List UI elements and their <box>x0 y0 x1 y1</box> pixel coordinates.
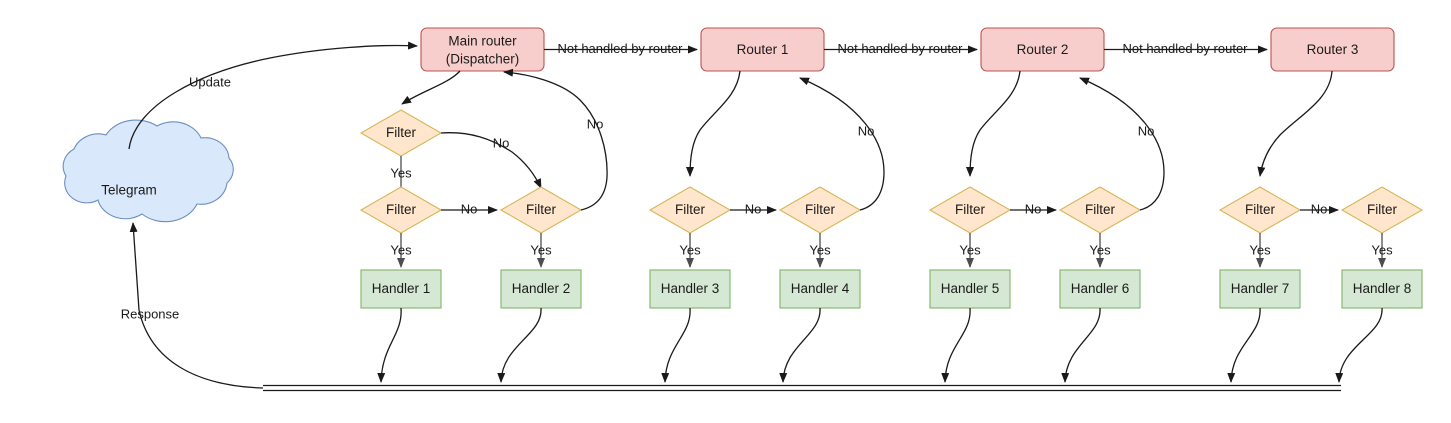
node-handler-6[interactable]: Handler 6 <box>1059 269 1141 309</box>
main-router-label-line2: (Dispatcher) <box>446 52 520 67</box>
router-3-label: Router 3 <box>1307 42 1359 57</box>
edge-handler6-to-collector <box>1061 307 1101 383</box>
edge-label-not-handled-2: Not handled by router <box>837 41 963 56</box>
edge-main-to-f0 <box>401 70 461 105</box>
handler-3-box[interactable] <box>649 269 731 309</box>
filter-7-label: Filter <box>1245 202 1276 217</box>
edge-label-not-handled-3: Not handled by router <box>1122 41 1248 56</box>
edge-label-yes-f3: Yes <box>679 242 701 257</box>
node-router-3[interactable]: Router 3 <box>1270 27 1395 72</box>
edge-handler8-to-collector <box>1335 307 1383 383</box>
edge-label-yes-f0: Yes <box>390 165 412 180</box>
filter-5-label: Filter <box>955 202 986 217</box>
handler-8-box[interactable] <box>1341 269 1423 309</box>
router-3-box[interactable] <box>1270 27 1395 72</box>
filter-3-label: Filter <box>675 202 706 217</box>
filter-1-label: Filter <box>386 202 417 217</box>
edge-label-no-c: No <box>587 116 604 131</box>
node-filter-2[interactable]: Filter <box>499 186 583 234</box>
edge-label-no-d: No <box>745 201 762 216</box>
edge-router1-to-f3 <box>686 70 741 177</box>
edge-router3-to-f7 <box>1257 70 1333 177</box>
handler-8-label: Handler 8 <box>1353 281 1412 296</box>
handler-5-label: Handler 5 <box>941 281 1000 296</box>
edge-label-no-h: No <box>1311 201 1328 216</box>
edge-label-yes-f5: Yes <box>959 242 981 257</box>
edge-handler5-to-collector <box>941 307 971 383</box>
router-2-label: Router 2 <box>1017 42 1069 57</box>
edge-handler3-to-collector <box>661 307 691 383</box>
edge-handler1-to-collector <box>377 307 402 383</box>
edge-label-yes-f4: Yes <box>809 242 831 257</box>
edge-handler2-to-collector <box>497 307 542 383</box>
edge-label-yes-f7: Yes <box>1249 242 1271 257</box>
node-filter-7[interactable]: Filter <box>1218 186 1302 234</box>
node-handler-1[interactable]: Handler 1 <box>360 269 442 309</box>
filter-6-label: Filter <box>1085 202 1116 217</box>
edge-f6-no-return <box>1079 77 1165 211</box>
handler-4-box[interactable] <box>779 269 861 309</box>
node-filter-8[interactable]: Filter <box>1340 186 1424 234</box>
node-filter-0[interactable]: Filter <box>359 109 443 157</box>
handler-2-label: Handler 2 <box>512 281 571 296</box>
edge-label-yes-f6: Yes <box>1089 242 1111 257</box>
node-handler-7[interactable]: Handler 7 <box>1219 269 1301 309</box>
edge-label-no-f: No <box>1025 201 1042 216</box>
edge-handler7-to-collector <box>1227 307 1261 383</box>
edge-label-update: Update <box>189 74 231 89</box>
node-filter-6[interactable]: Filter <box>1058 186 1142 234</box>
edge-label-yes-f8: Yes <box>1371 242 1393 257</box>
node-filter-3[interactable]: Filter <box>648 186 732 234</box>
node-handler-3[interactable]: Handler 3 <box>649 269 731 309</box>
handler-3-label: Handler 3 <box>661 281 720 296</box>
filter-2-label: Filter <box>526 202 557 217</box>
edge-f0-no <box>440 132 542 189</box>
handler-2-box[interactable] <box>500 269 582 309</box>
handler-1-label: Handler 1 <box>372 281 431 296</box>
handler-5-box[interactable] <box>929 269 1011 309</box>
edge-label-no-e: No <box>858 123 875 138</box>
node-handler-4[interactable]: Handler 4 <box>779 269 861 309</box>
edge-label-no-b: No <box>461 201 478 216</box>
node-handler-2[interactable]: Handler 2 <box>500 269 582 309</box>
node-router-2[interactable]: Router 2 <box>980 27 1105 72</box>
handler-6-label: Handler 6 <box>1071 281 1130 296</box>
handler-7-label: Handler 7 <box>1231 281 1290 296</box>
edge-f4-no-return <box>799 77 885 211</box>
edge-f2-no-return <box>503 68 608 211</box>
edge-response <box>129 222 264 389</box>
telegram-label: Telegram <box>101 183 157 198</box>
edge-label-not-handled-1: Not handled by router <box>557 41 683 56</box>
edge-label-response: Response <box>121 306 180 321</box>
filter-4-label: Filter <box>805 202 836 217</box>
handler-4-label: Handler 4 <box>791 281 850 296</box>
node-filter-1[interactable]: Filter <box>359 186 443 234</box>
edge-label-no-g: No <box>1138 123 1155 138</box>
filter-8-label: Filter <box>1367 202 1398 217</box>
edge-label-yes-f2: Yes <box>530 242 552 257</box>
telegram-cloud: Telegram <box>62 119 234 223</box>
edge-handler4-to-collector <box>779 307 821 383</box>
router-1-label: Router 1 <box>737 42 789 57</box>
node-filter-5[interactable]: Filter <box>928 186 1012 234</box>
handler-6-box[interactable] <box>1059 269 1141 309</box>
node-filter-4[interactable]: Filter <box>778 186 862 234</box>
edge-label-yes-f1: Yes <box>390 242 412 257</box>
edge-update <box>128 41 418 150</box>
handler-1-box[interactable] <box>360 269 442 309</box>
main-router-label-line1: Main router <box>448 34 517 49</box>
filter-0-label: Filter <box>386 125 417 140</box>
node-main-router[interactable]: Main router (Dispatcher) <box>420 27 545 72</box>
node-handler-5[interactable]: Handler 5 <box>929 269 1011 309</box>
edge-label-no-a: No <box>493 135 510 150</box>
node-router-1[interactable]: Router 1 <box>700 27 825 72</box>
node-handler-8[interactable]: Handler 8 <box>1341 269 1423 309</box>
edge-router2-to-f5 <box>966 70 1021 177</box>
